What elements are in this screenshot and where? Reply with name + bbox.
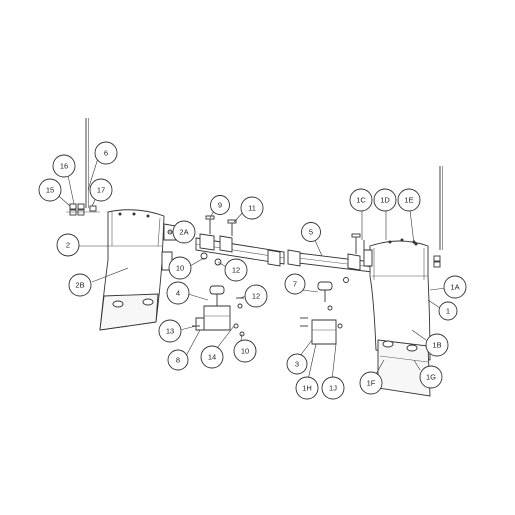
bolt-stack-left (66, 203, 100, 216)
beam-right (287, 233, 373, 283)
callout-9[interactable]: 9 (210, 195, 230, 215)
callout-3[interactable]: 3 (286, 353, 308, 375)
callout-7[interactable]: 7 (284, 273, 306, 295)
callout-10-upper[interactable]: 10 (168, 256, 192, 280)
callout-12-upper[interactable]: 12 (224, 258, 248, 282)
callout-15[interactable]: 15 (38, 178, 62, 202)
callout-10-lower[interactable]: 10 (233, 339, 257, 363)
left-wing-assembly (66, 118, 177, 331)
callout-14[interactable]: 14 (200, 345, 224, 369)
callout-1D[interactable]: 1D (373, 188, 397, 212)
callout-17[interactable]: 17 (89, 178, 113, 202)
callout-1J[interactable]: 1J (321, 376, 345, 400)
callout-6[interactable]: 6 (94, 141, 118, 165)
callout-1B[interactable]: 1B (425, 333, 449, 357)
callout-1H[interactable]: 1H (295, 376, 319, 400)
beam-left (195, 215, 285, 267)
callout-bubbles: 6 16 15 17 2 2A 2B 9 11 10 12 4 12 13 8 … (38, 141, 467, 400)
callout-2[interactable]: 2 (56, 233, 80, 257)
hitch-left (192, 285, 245, 337)
callout-1G[interactable]: 1G (419, 365, 443, 389)
callout-11[interactable]: 11 (240, 196, 264, 220)
callout-2B[interactable]: 2B (68, 273, 92, 297)
right-wing-assembly (363, 166, 443, 397)
callout-1F[interactable]: 1F (359, 371, 383, 395)
callout-16[interactable]: 16 (52, 154, 76, 178)
callout-2A[interactable]: 2A (172, 220, 196, 244)
callout-1[interactable]: 1 (438, 301, 458, 321)
callout-5[interactable]: 5 (301, 222, 321, 242)
hitch-right (300, 281, 343, 345)
callout-8[interactable]: 8 (167, 349, 189, 371)
callout-1C[interactable]: 1C (349, 188, 373, 212)
callout-12-lower[interactable]: 12 (244, 284, 268, 308)
wing-panel-left (99, 209, 177, 331)
callout-13[interactable]: 13 (158, 319, 182, 343)
callout-1E[interactable]: 1E (397, 188, 421, 212)
callout-4[interactable]: 4 (166, 281, 190, 305)
callout-1A[interactable]: 1A (443, 275, 467, 299)
